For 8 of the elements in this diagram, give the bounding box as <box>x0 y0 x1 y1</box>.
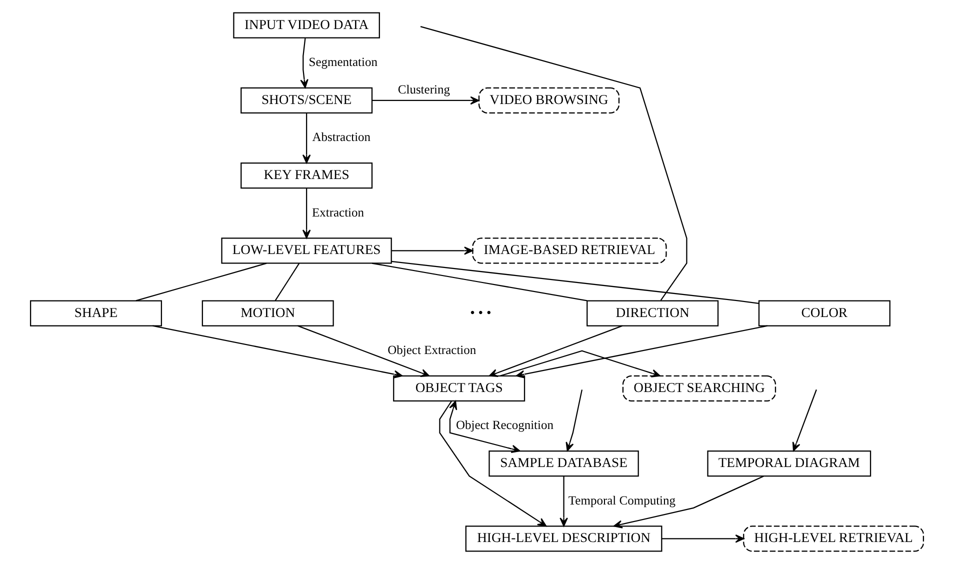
edge-label: Object Extraction <box>387 343 476 358</box>
edge-label: Temporal Computing <box>568 493 676 508</box>
label: • • • <box>470 304 491 320</box>
edge-label: Clustering <box>397 82 450 96</box>
edge-label: Object Recognition <box>455 418 554 432</box>
edge-label: Extraction <box>311 205 364 220</box>
edge-label: Segmentation <box>308 55 377 70</box>
edge-label: Abstraction <box>312 130 370 144</box>
